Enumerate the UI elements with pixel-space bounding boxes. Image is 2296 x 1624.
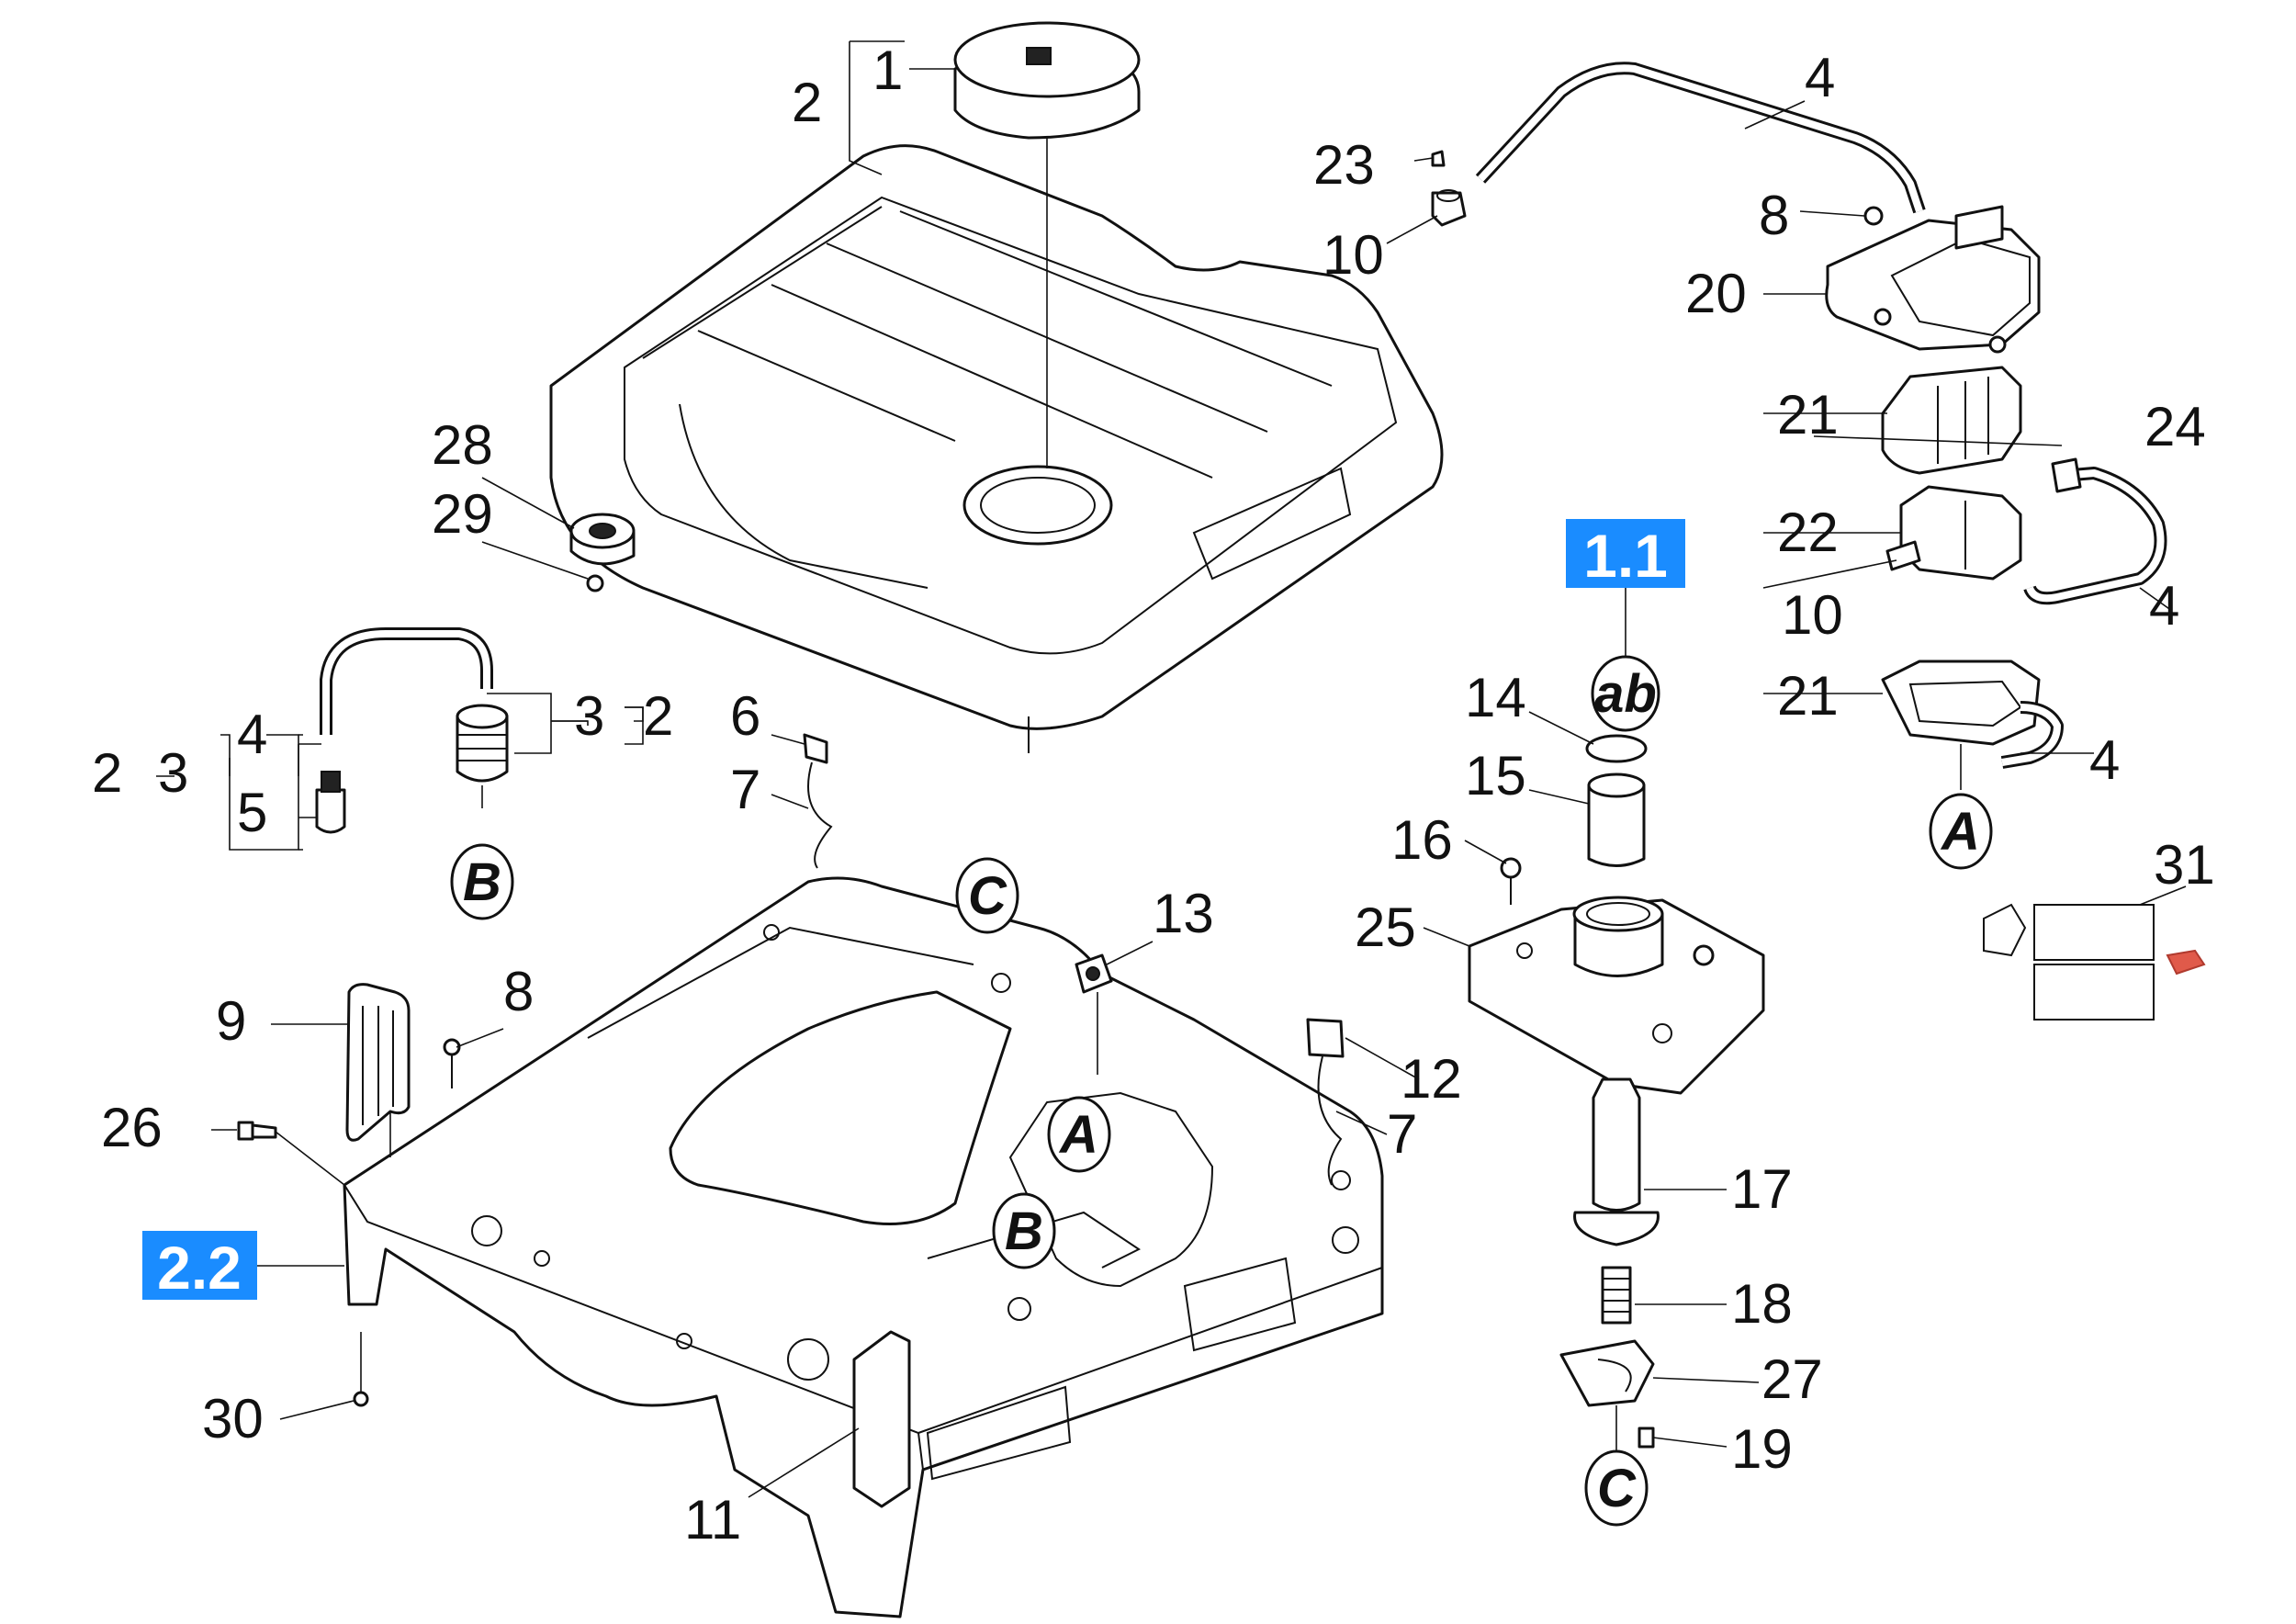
label-28: 28 — [432, 414, 493, 476]
label-5: 5 — [237, 782, 267, 843]
front-block-part — [852, 1330, 911, 1508]
label-16: 16 — [1391, 809, 1453, 871]
label-8-left: 8 — [503, 961, 534, 1022]
label-25: 25 — [1355, 897, 1416, 958]
svg-text:A: A — [1940, 802, 1980, 862]
label-14: 14 — [1465, 667, 1526, 728]
cap-part — [953, 21, 1141, 140]
label-1: 1 — [872, 39, 903, 101]
label-7-left: 7 — [730, 759, 760, 820]
clip-part-right — [1306, 1018, 1345, 1186]
marker-a-right: A — [1929, 793, 1993, 870]
svg-text:B: B — [463, 852, 501, 912]
svg-text:ab: ab — [1594, 664, 1657, 724]
center-assembly — [1468, 734, 1765, 1449]
label-15: 15 — [1465, 745, 1526, 806]
label-19: 19 — [1731, 1418, 1793, 1480]
label-4-top: 4 — [1805, 47, 1835, 108]
label-21-upper: 21 — [1777, 384, 1839, 445]
label-2-mid: 2 — [643, 685, 673, 747]
svg-text:C: C — [1597, 1459, 1637, 1518]
label-2-left: 2 — [92, 742, 122, 804]
marker-b-left: B — [450, 843, 514, 920]
svg-text:C: C — [968, 866, 1007, 926]
label-9: 9 — [216, 990, 246, 1052]
clip-part-left — [803, 733, 833, 869]
tag-1-1: 1.1 — [1566, 519, 1685, 590]
bracket-part-lower — [1881, 660, 2064, 769]
label-8-right: 8 — [1759, 185, 1789, 246]
label-6: 6 — [730, 685, 760, 747]
label-20: 20 — [1685, 263, 1747, 324]
label-18: 18 — [1731, 1273, 1793, 1335]
label-4-lower: 4 — [2089, 729, 2120, 791]
label-4-left: 4 — [237, 704, 267, 765]
tag-2-2: 2.2 — [142, 1231, 257, 1302]
marker-a-base: A — [1047, 1096, 1111, 1173]
label-2-top: 2 — [792, 72, 822, 133]
valve-block-part — [1825, 205, 2041, 354]
label-11: 11 — [684, 1489, 741, 1551]
svg-text:2.2: 2.2 — [157, 1234, 242, 1302]
label-13: 13 — [1153, 883, 1214, 944]
bracket-part-upper — [1881, 366, 2022, 475]
label-17: 17 — [1731, 1158, 1793, 1220]
leader-lines — [156, 40, 2187, 1498]
label-27: 27 — [1761, 1348, 1823, 1410]
label-10-right: 10 — [1782, 584, 1843, 646]
base-frame — [343, 876, 1384, 1618]
grommet-part — [1075, 953, 1113, 994]
svg-text:A: A — [1058, 1105, 1098, 1165]
label-24: 24 — [2144, 396, 2206, 457]
top-cover — [549, 144, 1444, 753]
marker-b-base: B — [992, 1192, 1056, 1269]
label-7-right: 7 — [1387, 1103, 1417, 1165]
label-29: 29 — [432, 483, 493, 545]
kit-card-part — [1983, 903, 2206, 1021]
label-21-lower: 21 — [1777, 665, 1839, 727]
label-3-left: 3 — [158, 742, 188, 804]
label-3-mid: 3 — [574, 685, 604, 747]
marker-c-bottom: C — [1584, 1449, 1649, 1527]
bushing-part — [569, 513, 636, 592]
label-10-top: 10 — [1322, 224, 1384, 286]
label-12: 12 — [1401, 1048, 1462, 1110]
plate-part — [345, 983, 411, 1142]
label-31: 31 — [2154, 834, 2215, 896]
label-23: 23 — [1313, 134, 1375, 196]
label-30: 30 — [202, 1388, 264, 1449]
label-22: 22 — [1777, 502, 1839, 563]
marker-ab: ab — [1591, 655, 1660, 732]
svg-text:B: B — [1005, 1201, 1043, 1261]
small-screws-left — [237, 1038, 461, 1407]
part-labels: 2 1 28 29 2 3 4 5 3 2 6 7 13 9 8 26 30 1… — [92, 39, 2215, 1551]
upper-right-hose — [1431, 62, 1926, 227]
marker-c-base: C — [955, 857, 1019, 934]
label-26: 26 — [101, 1097, 163, 1158]
pump-part — [1885, 457, 2167, 605]
label-4-right: 4 — [2149, 575, 2179, 637]
hose-assembly — [315, 627, 509, 834]
svg-text:1.1: 1.1 — [1583, 522, 1668, 590]
